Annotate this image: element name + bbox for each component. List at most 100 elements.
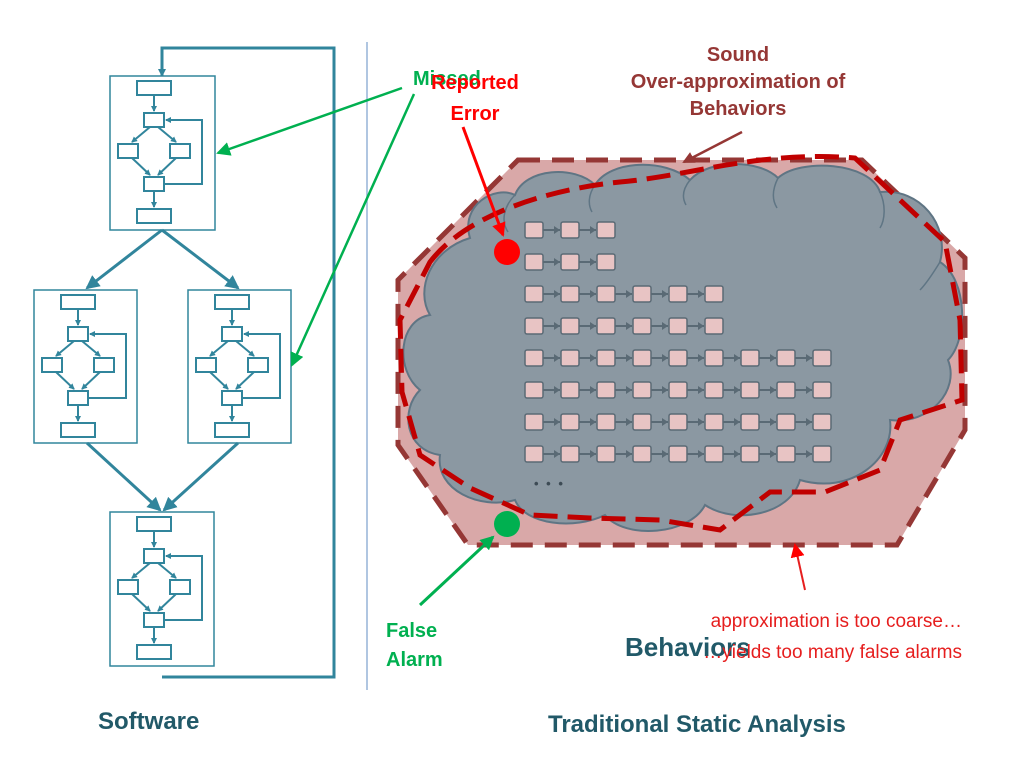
behavior-state-box <box>524 445 544 463</box>
behavior-transition-head <box>698 386 704 394</box>
behavior-state-box <box>704 317 724 335</box>
behavior-state-box <box>632 285 652 303</box>
behavior-state-box <box>668 381 688 399</box>
flow-edge <box>81 340 101 357</box>
behavior-transition-head <box>626 450 632 458</box>
behavior-transition-head <box>554 258 560 266</box>
behavior-state-box <box>704 445 724 463</box>
node-branch <box>143 548 165 564</box>
edge-top-to-right <box>161 228 240 290</box>
behavior-transition-head <box>806 386 812 394</box>
node-right <box>247 357 269 373</box>
behavior-transition-head <box>554 322 560 330</box>
node-exit <box>60 422 96 438</box>
behavior-state-box <box>812 349 832 367</box>
behavior-state-box <box>668 349 688 367</box>
missed-error-arrow-1 <box>216 86 403 156</box>
node-join <box>67 390 89 406</box>
node-left <box>195 357 217 373</box>
behavior-state-box <box>560 317 580 335</box>
software-title: Software <box>98 708 200 735</box>
behavior-state-box <box>596 253 616 271</box>
behavior-state-box <box>704 285 724 303</box>
node-branch <box>143 112 165 128</box>
behavior-state-box <box>524 285 544 303</box>
behavior-transition-head <box>626 386 632 394</box>
behavior-transition-head <box>554 354 560 362</box>
behavior-transition-head <box>734 450 740 458</box>
node-left <box>41 357 63 373</box>
mini-flowchart <box>41 294 127 438</box>
behavior-state-box <box>740 349 760 367</box>
mini-flowchart <box>117 516 203 660</box>
loop-back-edge <box>158 46 336 679</box>
flow-edge <box>81 371 101 390</box>
behavior-transition-head <box>770 354 776 362</box>
reported-line-2: Error <box>450 103 500 125</box>
flow-edge <box>235 340 255 357</box>
behavior-state-box <box>632 445 652 463</box>
flow-edge <box>157 126 177 143</box>
behavior-transition-head <box>626 354 632 362</box>
node-join <box>221 390 243 406</box>
coarse-arrow <box>790 543 806 591</box>
behavior-transition-head <box>554 418 560 426</box>
behavior-state-box <box>596 221 616 239</box>
behavior-state-box <box>776 349 796 367</box>
flow-edge <box>157 562 177 579</box>
behavior-transition-head <box>770 418 776 426</box>
sound-over-approximation-label: Sound Over-approximation of Behaviors <box>607 42 869 123</box>
behavior-state-box <box>524 349 544 367</box>
behavior-transition-head <box>770 386 776 394</box>
behavior-state-box <box>524 221 544 239</box>
loop-edge <box>164 553 203 621</box>
behavior-trace-row <box>524 381 832 399</box>
coarse-approximation-note: approximation is too coarse… …yields too… <box>638 606 962 668</box>
behavior-transition-head <box>662 290 668 298</box>
static-analysis-diagram <box>395 126 968 607</box>
sound-arrow <box>682 130 743 164</box>
behavior-transition-head <box>590 386 596 394</box>
behavior-state-box <box>776 381 796 399</box>
behavior-transition-head <box>590 322 596 330</box>
behavior-state-box <box>704 349 724 367</box>
false-alarm-line-2: Alarm <box>386 649 443 671</box>
reported-error-arrow <box>461 126 506 237</box>
flow-edge <box>131 157 151 176</box>
flow-edge <box>55 340 75 357</box>
node-right <box>93 357 115 373</box>
traditional-static-analysis-title: Traditional Static Analysis <box>548 711 846 738</box>
behavior-state-box <box>668 413 688 431</box>
node-exit <box>214 422 250 438</box>
behavior-state-box <box>704 413 724 431</box>
false-alarm-line-1: False <box>386 620 438 642</box>
ellipsis-marker: • • • <box>534 476 565 491</box>
behavior-transition-head <box>734 354 740 362</box>
behavior-state-box <box>596 285 616 303</box>
coarse-line-2: …yields too many false alarms <box>703 642 962 663</box>
mini-flowchart <box>117 80 203 224</box>
loop-edge <box>88 331 127 399</box>
behavior-transition-head <box>806 450 812 458</box>
node-exit <box>136 644 172 660</box>
node-entry <box>136 80 172 96</box>
node-right <box>169 579 191 595</box>
behavior-transition-head <box>626 290 632 298</box>
behavior-state-box <box>668 285 688 303</box>
flow-edge <box>209 340 229 357</box>
behavior-state-box <box>776 413 796 431</box>
cloud-contour <box>503 177 941 291</box>
edge-right-to-bottom <box>162 441 240 512</box>
behavior-state-box <box>740 413 760 431</box>
behavior-state-box <box>596 381 616 399</box>
behavior-state-box <box>560 381 580 399</box>
reported-error-dot <box>494 239 520 265</box>
behavior-transition-head <box>590 418 596 426</box>
behavior-transition-head <box>734 418 740 426</box>
loop-edge <box>242 331 281 399</box>
sound-line-1: Sound <box>706 44 770 66</box>
behavior-state-box <box>632 349 652 367</box>
behavior-trace-row <box>524 413 832 431</box>
edge-top-to-left <box>85 228 163 290</box>
flow-edge <box>131 593 151 612</box>
